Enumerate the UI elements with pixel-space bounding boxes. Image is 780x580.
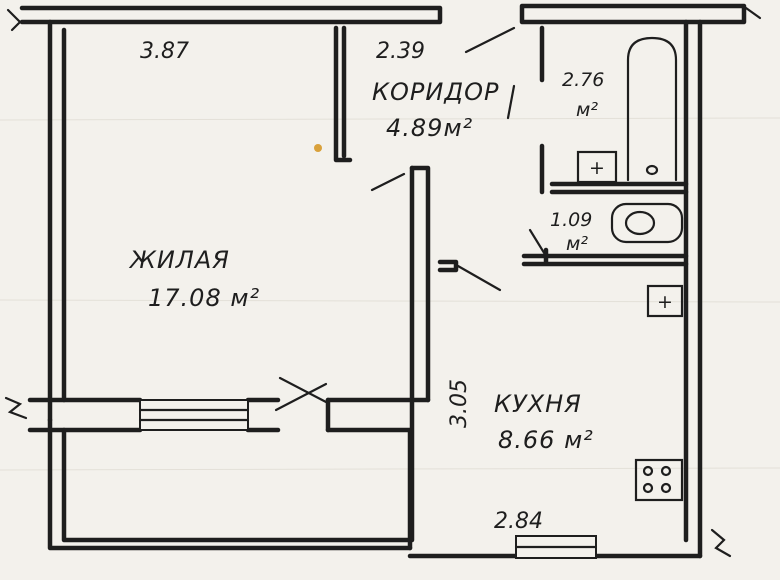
corridor-area: 4.89м² (386, 114, 473, 142)
dim-kitchen-width: 2.84 (494, 509, 543, 534)
dim-kitchen-length: 3.05 (447, 379, 472, 428)
socket-symbol: + (657, 291, 673, 313)
toilet-area-unit: м² (566, 233, 588, 255)
kitchen-area: 8.66 м² (498, 426, 594, 454)
top-wall-left (6, 5, 443, 32)
stove-icon (634, 458, 684, 502)
bathtub-icon (626, 36, 678, 182)
kitchen-name: КУХНЯ (494, 390, 582, 418)
toilet-area-number: 1.09 (550, 209, 592, 231)
svg-text:+: + (589, 157, 605, 179)
dim-corridor-width: 2.39 (376, 39, 425, 64)
bathroom-area-number: 2.76 (562, 69, 604, 91)
living-room-area: 17.08 м² (148, 284, 260, 312)
bathroom-walls (464, 25, 689, 195)
socket-icon: + (646, 284, 684, 318)
bathroom-area-unit: м² (576, 99, 598, 121)
kitchen-left-wall (370, 165, 431, 543)
sink-icon: + (576, 150, 618, 184)
paper-stain (314, 144, 322, 152)
living-partition (333, 25, 353, 163)
toilet-icon (610, 202, 684, 244)
dim-living-width: 3.87 (140, 39, 189, 64)
corridor-name: КОРИДОР (372, 78, 499, 106)
bath-drain-icon (645, 164, 659, 176)
balcony-door (274, 376, 328, 412)
kitchen-window (514, 535, 598, 559)
top-wall-right (519, 3, 762, 25)
left-break-marks (4, 396, 28, 420)
toilet-walls (521, 228, 689, 267)
living-window (138, 399, 250, 431)
living-room-name: ЖИЛАЯ (128, 246, 230, 274)
kitchen-door (437, 259, 502, 292)
